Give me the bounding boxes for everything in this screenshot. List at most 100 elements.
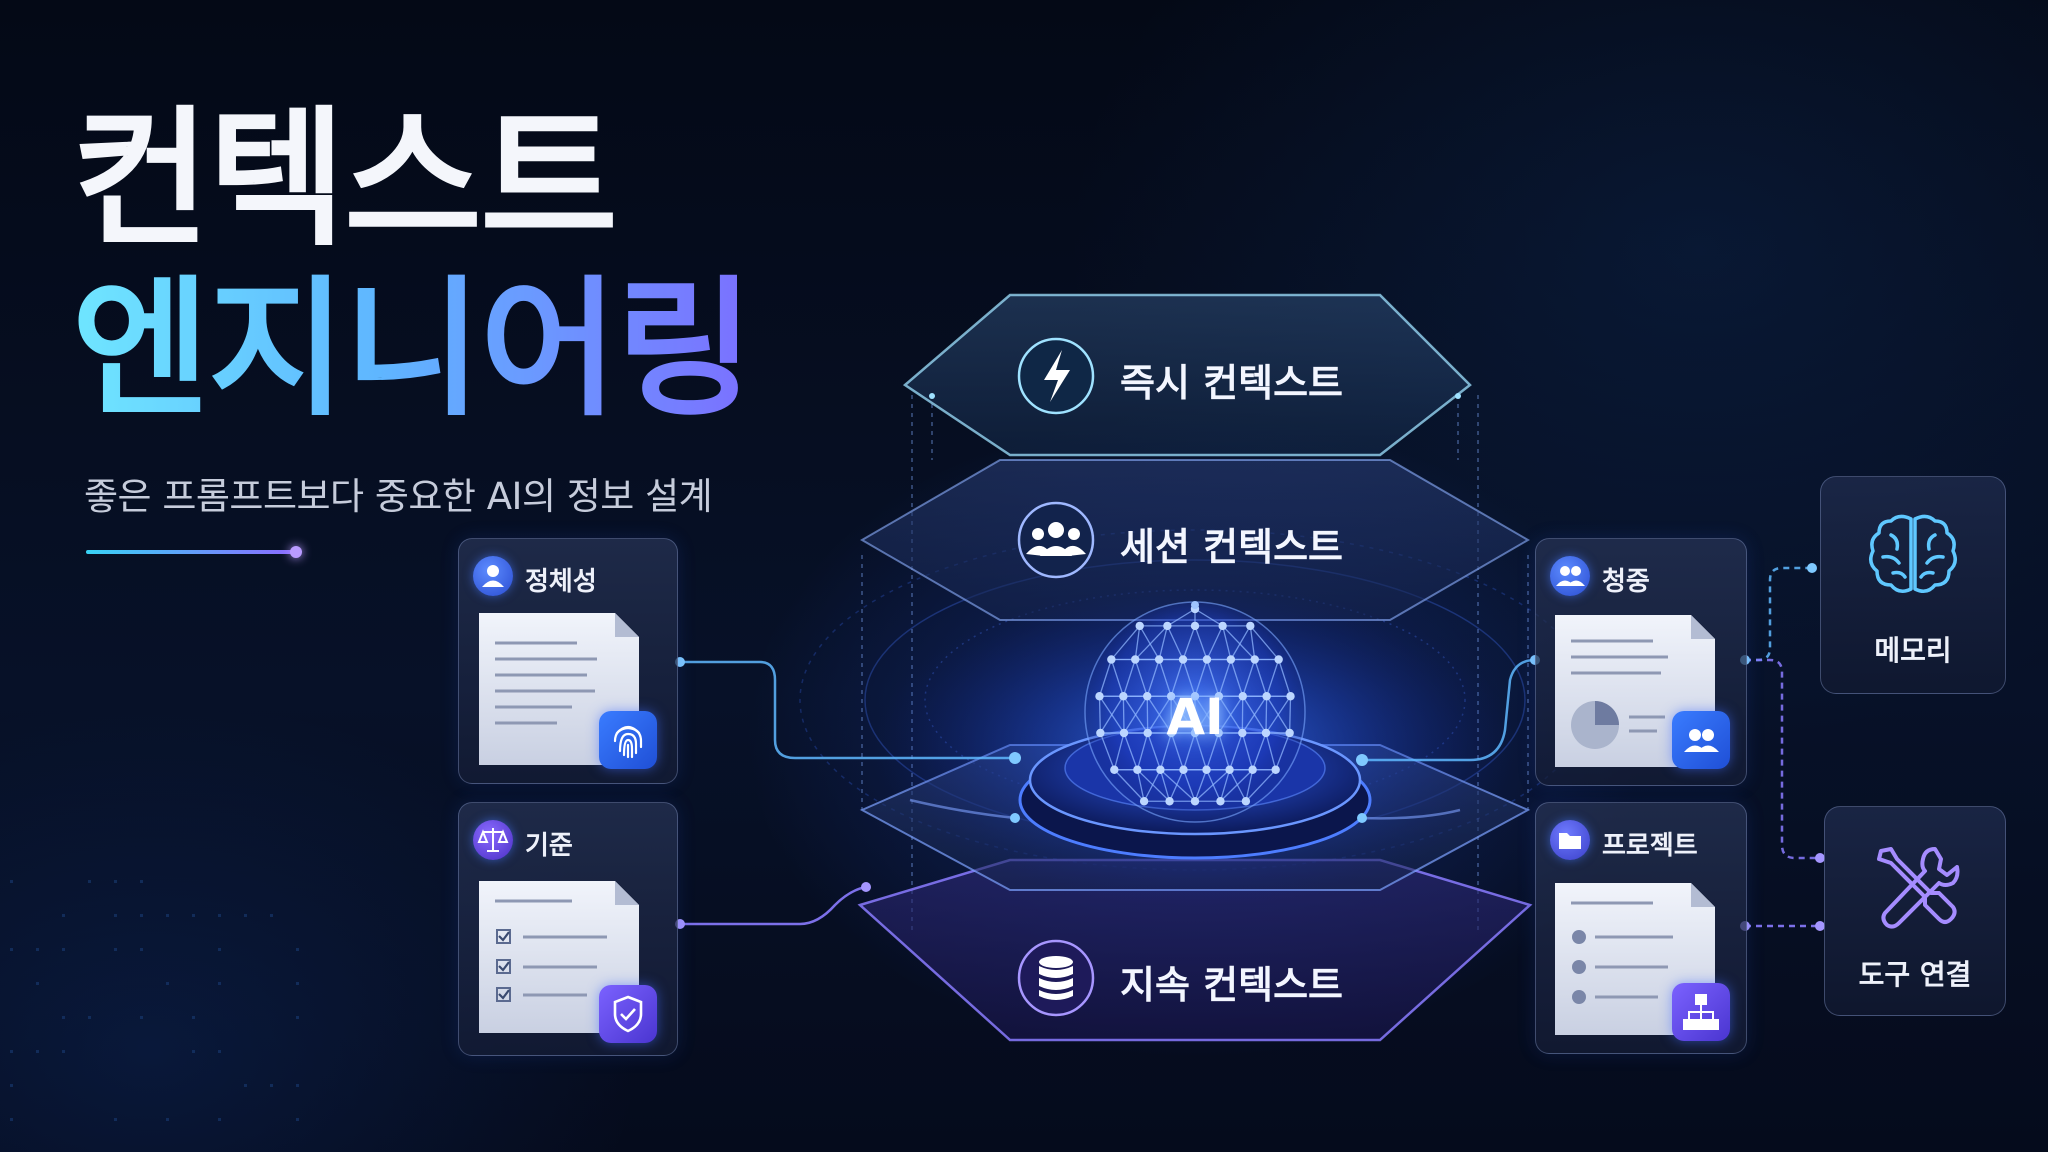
- card-title-identity: 정체성: [525, 561, 597, 598]
- sphere-node: [1179, 655, 1187, 663]
- folder-icon: [1550, 820, 1590, 860]
- sphere-node: [1095, 692, 1103, 700]
- grid-dot: [140, 1016, 143, 1019]
- users-icon: [1550, 556, 1590, 596]
- sphere-node: [1238, 729, 1246, 737]
- sphere-node: [1227, 655, 1235, 663]
- card-title-audience: 청중: [1602, 561, 1650, 598]
- tool-label-memory: 메모리: [1821, 629, 2005, 669]
- ai-label: AI: [1155, 688, 1235, 746]
- audience-badge-icon: [1672, 711, 1730, 769]
- sphere-node: [1155, 655, 1163, 663]
- layer-label-persistent: 지속 컨텍스트: [1120, 954, 1343, 1009]
- card-title-criteria: 기준: [525, 825, 573, 862]
- grid-dot: [114, 948, 117, 951]
- sphere-node: [1179, 766, 1187, 774]
- grid-dot: [140, 880, 143, 883]
- grid-dot: [192, 914, 195, 917]
- sphere-node: [1131, 655, 1139, 663]
- sphere-node: [1110, 766, 1118, 774]
- grid-dot: [36, 948, 39, 951]
- grid-dot: [114, 914, 117, 917]
- sphere-node: [1119, 692, 1127, 700]
- sphere-node: [1218, 622, 1226, 630]
- grid-dot: [166, 982, 169, 985]
- sphere-node: [1251, 655, 1259, 663]
- tool-memory: 메모리: [1820, 476, 2006, 694]
- fingerprint-icon: [599, 711, 657, 769]
- grid-dot: [218, 948, 221, 951]
- grid-dot: [166, 1118, 169, 1121]
- sphere-node: [1191, 797, 1199, 805]
- wrench-screwdriver-icon: [1867, 841, 1963, 933]
- title-line-1: 컨텍스트: [72, 100, 616, 260]
- users-group-icon: [1019, 503, 1093, 577]
- sphere-edge: [1099, 696, 1100, 733]
- grid-dot: [270, 1084, 273, 1087]
- sphere-node: [1143, 729, 1151, 737]
- grid-dot: [114, 1118, 117, 1121]
- sphere-node: [1274, 655, 1282, 663]
- layer-label-instant: 즉시 컨텍스트: [1120, 352, 1343, 407]
- grid-dot: [296, 948, 299, 951]
- tool-connection: 도구 연결: [1824, 806, 2006, 1016]
- database-icon: [1019, 941, 1093, 1015]
- sphere-node: [1286, 692, 1294, 700]
- grid-dot: [88, 1016, 91, 1019]
- sphere-node: [1136, 622, 1144, 630]
- grid-dot: [296, 1118, 299, 1121]
- grid-dot: [218, 982, 221, 985]
- grid-dot: [244, 914, 247, 917]
- sphere-node: [1191, 622, 1199, 630]
- sphere-node: [1262, 692, 1270, 700]
- grid-dot: [62, 1050, 65, 1053]
- grid-dot: [62, 914, 65, 917]
- sphere-node: [1133, 766, 1141, 774]
- grid-dot: [140, 914, 143, 917]
- grid-dot: [218, 914, 221, 917]
- sphere-node: [1262, 729, 1270, 737]
- sphere-edge: [1290, 696, 1291, 733]
- grid-dot: [36, 1050, 39, 1053]
- sphere-node: [1239, 692, 1247, 700]
- sphere-node: [1216, 797, 1224, 805]
- sphere-node: [1143, 692, 1151, 700]
- sphere-node: [1246, 622, 1254, 630]
- grid-dot: [10, 948, 13, 951]
- tool-label-connection: 도구 연결: [1825, 953, 2005, 993]
- card-project: 프로젝트: [1535, 802, 1747, 1054]
- sphere-node: [1163, 622, 1171, 630]
- grid-dots-decoration: [10, 880, 299, 1121]
- scales-icon: [473, 820, 513, 860]
- grid-dot: [114, 880, 117, 883]
- sphere-edge: [1123, 696, 1124, 733]
- title-line-2: 엔지니어링: [72, 270, 752, 430]
- shield-check-icon: [599, 985, 657, 1043]
- grid-dot: [218, 1050, 221, 1053]
- user-icon: [473, 556, 513, 596]
- sphere-node: [1225, 766, 1233, 774]
- card-audience: 청중: [1535, 538, 1747, 786]
- card-identity: 정체성: [458, 538, 678, 784]
- grid-dot: [296, 982, 299, 985]
- grid-dot: [62, 948, 65, 951]
- sphere-node: [1271, 766, 1279, 774]
- sphere-node: [1248, 766, 1256, 774]
- sphere-node: [1140, 797, 1148, 805]
- grid-dot: [270, 914, 273, 917]
- hierarchy-icon: [1672, 983, 1730, 1041]
- card-criteria: 기준: [458, 802, 678, 1056]
- sphere-node: [1285, 729, 1293, 737]
- sphere-node: [1242, 797, 1250, 805]
- sphere-node: [1156, 766, 1164, 774]
- accent-bar: [86, 550, 294, 554]
- sphere-node: [1107, 655, 1115, 663]
- grid-dot: [10, 1084, 13, 1087]
- subtitle: 좋은 프롬프트보다 중요한 AI의 정보 설계: [84, 466, 712, 520]
- sphere-node: [1120, 729, 1128, 737]
- grid-dot: [244, 1084, 247, 1087]
- grid-dot: [296, 1016, 299, 1019]
- grid-dot: [166, 914, 169, 917]
- grid-dot: [296, 1084, 299, 1087]
- grid-dot: [62, 1016, 65, 1019]
